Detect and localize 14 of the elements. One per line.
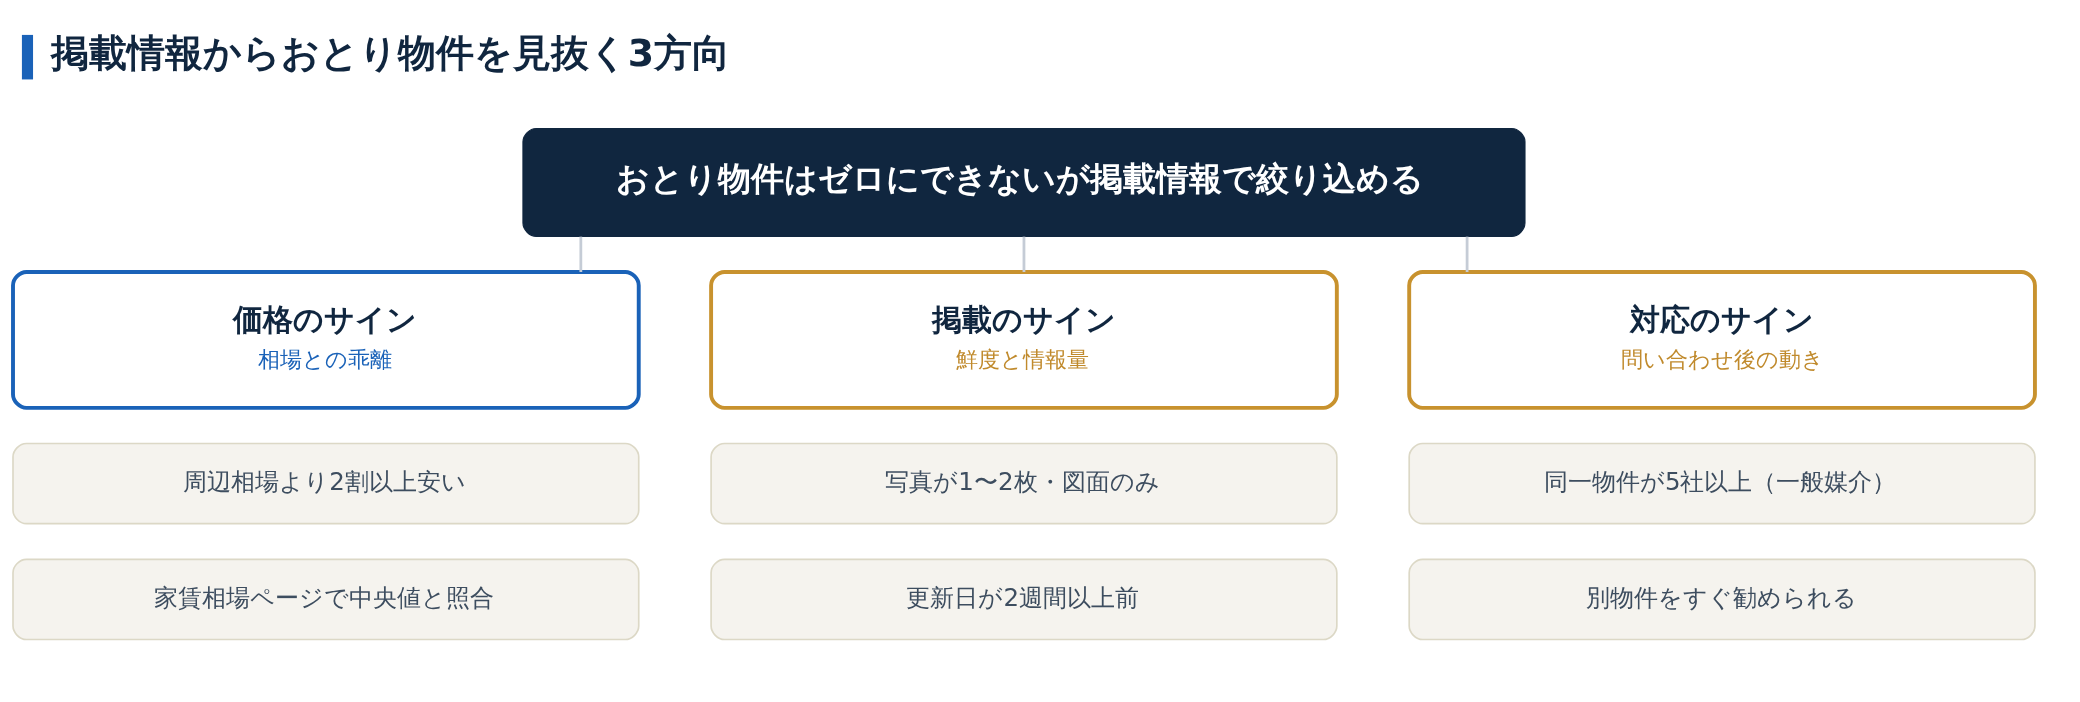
node-box: 別物件をすぐ勧められる <box>1408 558 2036 641</box>
node-box: 対応のサイン 問い合わせ後の動き <box>1407 270 2037 410</box>
node-box: 写真が1〜2枚・図面のみ <box>710 442 1338 525</box>
diagram-title: 掲載情報からおとり物件を見抜く3方向 <box>50 30 731 75</box>
connector <box>1465 236 1469 272</box>
node-box: 価格のサイン 相場との乖離 <box>11 270 641 410</box>
node-box: 同一物件が5社以上（一般媒介） <box>1408 442 2036 525</box>
connector <box>579 236 583 272</box>
connector <box>1022 236 1026 272</box>
node-box: 家賃相場ページで中央値と照合 <box>12 558 640 641</box>
node-box: 更新日が2週間以上前 <box>710 558 1338 641</box>
node-box: 掲載のサイン 鮮度と情報量 <box>709 270 1339 410</box>
node-box: おとり物件はゼロにできないが掲載情報で絞り込める <box>522 127 1526 237</box>
node-box: 周辺相場より2割以上安い <box>12 442 640 525</box>
